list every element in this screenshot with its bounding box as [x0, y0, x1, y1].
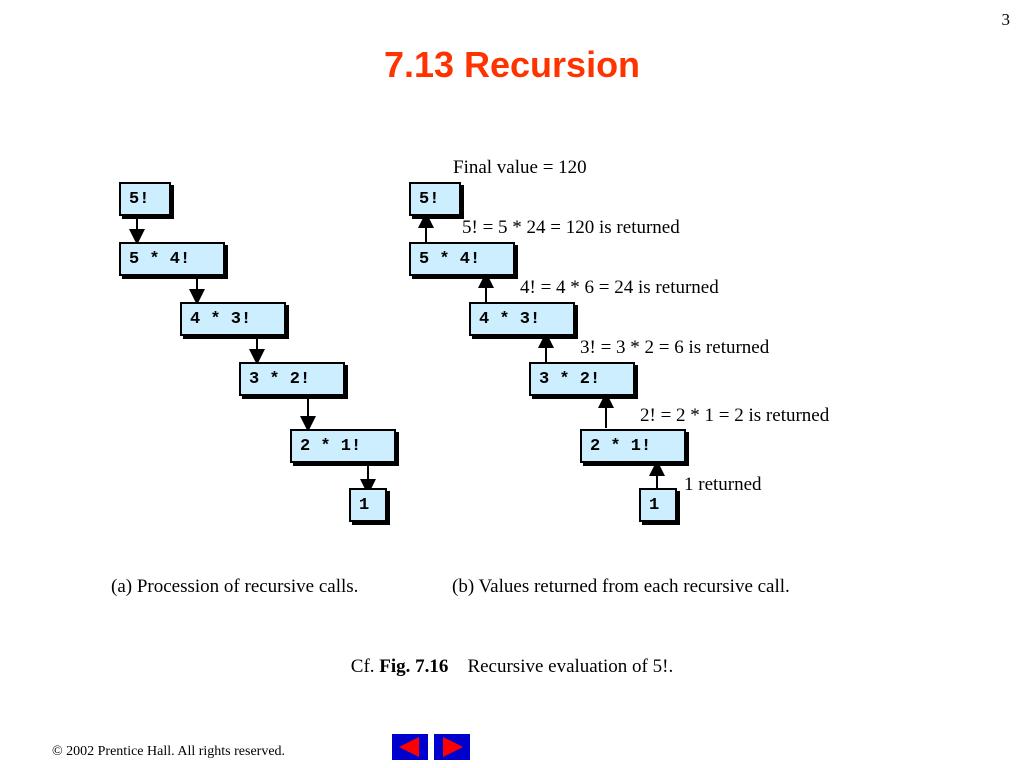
caption-a: (a) Procession of recursive calls.: [111, 576, 359, 597]
left-arrow-icon: [399, 737, 419, 757]
page-number: 3: [1001, 10, 1011, 29]
return-box-1: 1: [639, 488, 677, 522]
slide-title: 7.13 Recursion: [383, 44, 641, 85]
call-box-5-times-4: 5 * 4!: [119, 242, 225, 276]
right-arrow-icon: [443, 737, 463, 757]
final-value-label: Final value = 120: [453, 157, 587, 178]
copyright-footer: © 2002 Prentice Hall. All rights reserve…: [52, 744, 285, 760]
figure-label: Fig. 7.16: [379, 656, 449, 677]
caption-b: (b) Values returned from each recursive …: [452, 576, 790, 597]
return-box-5-times-4: 5 * 4!: [409, 242, 515, 276]
call-box-3-times-2: 3 * 2!: [239, 362, 345, 396]
figure-caption: Cf. Fig. 7.16 Recursive evaluation of 5!…: [0, 656, 1024, 678]
return-label-1: 1 returned: [684, 474, 762, 495]
next-slide-button[interactable]: [434, 734, 470, 760]
return-box-2-times-1: 2 * 1!: [580, 429, 686, 463]
return-label-5: 5! = 5 * 24 = 120 is returned: [462, 217, 680, 238]
figure-caption-prefix: Cf.: [350, 656, 375, 677]
copyright-text: 2002 Prentice Hall. All rights reserved.: [66, 744, 286, 759]
call-box-4-times-3: 4 * 3!: [180, 302, 286, 336]
return-label-2: 2! = 2 * 1 = 2 is returned: [640, 405, 830, 426]
return-label-4: 4! = 4 * 6 = 24 is returned: [520, 277, 719, 298]
figure-caption-text: Recursive evaluation of 5!.: [467, 656, 674, 677]
previous-slide-button[interactable]: [392, 734, 428, 760]
return-label-3: 3! = 3 * 2 = 6 is returned: [580, 337, 770, 358]
call-box-2-times-1: 2 * 1!: [290, 429, 396, 463]
copyright-symbol: ©: [52, 744, 63, 759]
return-box-3-times-2: 3 * 2!: [529, 362, 635, 396]
return-box-4-times-3: 4 * 3!: [469, 302, 575, 336]
call-box-1: 1: [349, 488, 387, 522]
call-box-5-factorial: 5!: [119, 182, 171, 216]
return-box-5-factorial: 5!: [409, 182, 461, 216]
